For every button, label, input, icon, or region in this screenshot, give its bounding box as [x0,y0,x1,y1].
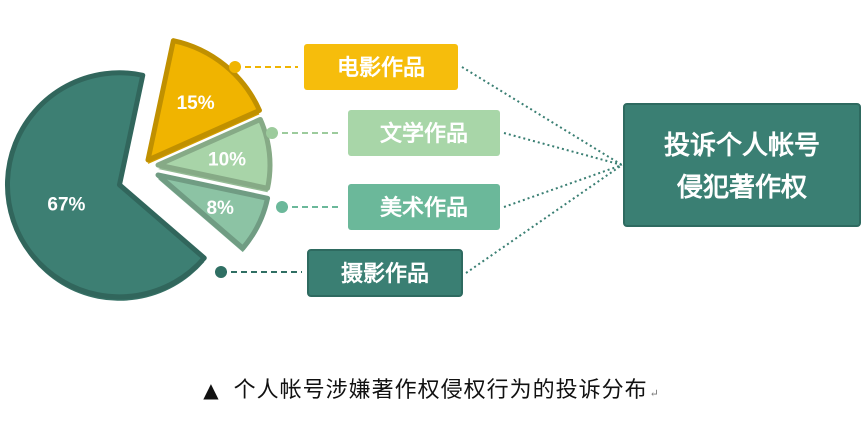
legend-box-literature: 文学作品 [348,110,500,156]
figure-caption: ▲ 个人帐号涉嫌著作权侵权行为的投诉分布↵ [0,372,863,404]
slice-value-label-movie: 15% [177,93,215,114]
legend-label-movie: 电影作品 [337,55,425,81]
link-movie [461,66,623,166]
link-literature [503,132,623,166]
legend-label-literature: 文学作品 [380,121,468,147]
slice-value-label-literature: 10% [208,150,246,171]
pie-slice-art [155,172,271,253]
connector-dot-photography [215,266,227,278]
legend-label-photography: 摄影作品 [341,261,429,287]
legend-box-photography: 摄影作品 [307,249,463,297]
triangle-marker: ▲ [203,378,220,402]
connector-dot-literature [266,127,278,139]
connector-dot-art [276,201,288,213]
link-photography [465,164,623,274]
legend-label-art: 美术作品 [380,195,468,221]
link-art [503,164,623,208]
caption-text: 个人帐号涉嫌著作权侵权行为的投诉分布 [233,378,648,403]
paragraph-mark: ↵ [649,387,660,400]
target-label-line2: 侵犯著作权 [676,173,807,203]
pie-slice-literature [155,116,273,193]
slice-value-label-photography: 67% [47,195,85,216]
legend-box-art: 美术作品 [348,184,500,230]
slice-value-label-art: 8% [206,198,234,219]
legend-box-movie: 电影作品 [304,44,458,90]
connector-dot-movie [229,61,241,73]
target-label-line1: 投诉个人帐号 [664,131,820,161]
pie-slice-photography [4,70,207,301]
pie-slice-movie [145,38,262,164]
